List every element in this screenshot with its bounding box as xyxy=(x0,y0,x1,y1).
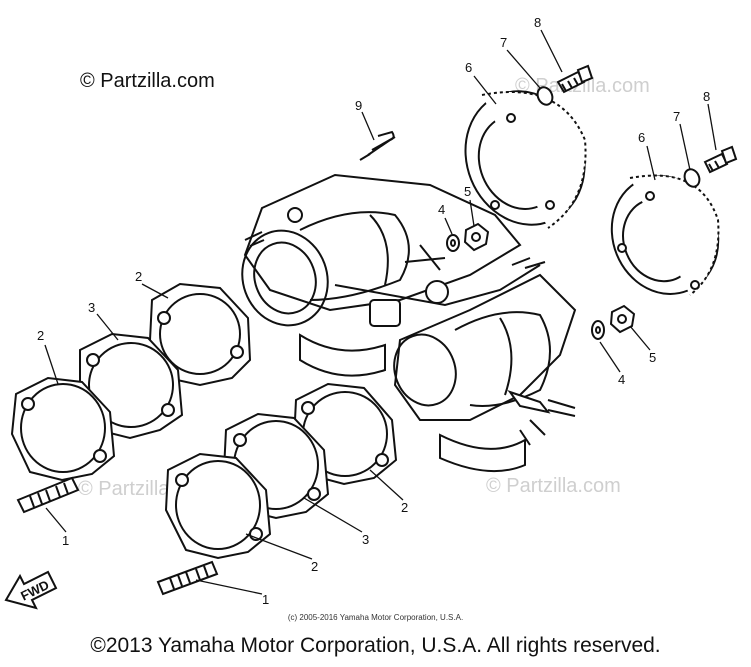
carburetor-assembly xyxy=(241,173,577,473)
washer-upper xyxy=(446,234,460,252)
forward-direction-arrow: FWD xyxy=(4,570,58,610)
nut-lower xyxy=(609,304,636,334)
callout-7-lower: 7 xyxy=(673,109,680,124)
callout-2-front-lower: 2 xyxy=(311,559,318,574)
watermark-bottom-right: © Partzilla.com xyxy=(486,475,621,497)
leader-lines xyxy=(44,29,717,595)
gasket-upper-front xyxy=(10,376,116,482)
screw-upper xyxy=(556,64,594,94)
screw-lower xyxy=(703,145,738,174)
air-funnel-lower xyxy=(610,174,720,296)
nut-upper xyxy=(463,222,490,252)
lock-washer-lower xyxy=(683,168,701,188)
callout-3-lower: 3 xyxy=(362,532,369,547)
callout-1-lower: 1 xyxy=(262,592,269,607)
copyright-main: ©2013 Yamaha Motor Corporation, U.S.A. A… xyxy=(90,634,661,657)
callout-5-upper: 5 xyxy=(464,184,471,199)
callout-6-lower: 6 xyxy=(638,130,645,145)
clip xyxy=(359,130,396,161)
callout-1-upper: 1 xyxy=(62,533,69,548)
callout-3-upper: 3 xyxy=(88,300,95,315)
washer-lower xyxy=(591,320,605,340)
stud-lower xyxy=(156,560,219,596)
callout-4-lower: 4 xyxy=(618,372,625,387)
gasket-upper-rear xyxy=(148,282,252,387)
callout-labels: 1 1 2 2 2 2 3 3 4 4 5 5 6 6 7 7 8 8 9 xyxy=(37,15,710,607)
partzilla-watermark: © Partzilla.com xyxy=(80,70,215,92)
stud-upper xyxy=(16,476,80,514)
callout-2-front-upper: 2 xyxy=(37,328,44,343)
callout-6-upper: 6 xyxy=(465,60,472,75)
copyright-small: (c) 2005-2016 Yamaha Motor Corporation, … xyxy=(287,613,464,622)
callout-9: 9 xyxy=(355,98,362,113)
callout-7-upper: 7 xyxy=(500,35,507,50)
callout-5-lower: 5 xyxy=(649,350,656,365)
air-funnel-upper xyxy=(464,90,587,229)
callout-2-rear-lower: 2 xyxy=(401,500,408,515)
callout-2-rear-upper: 2 xyxy=(135,269,142,284)
callout-8-lower: 8 xyxy=(703,89,710,104)
callout-8-upper: 8 xyxy=(534,15,541,30)
callout-4-upper: 4 xyxy=(438,202,445,217)
lock-washer-upper xyxy=(536,86,554,106)
gasket-lower-front xyxy=(164,452,272,560)
